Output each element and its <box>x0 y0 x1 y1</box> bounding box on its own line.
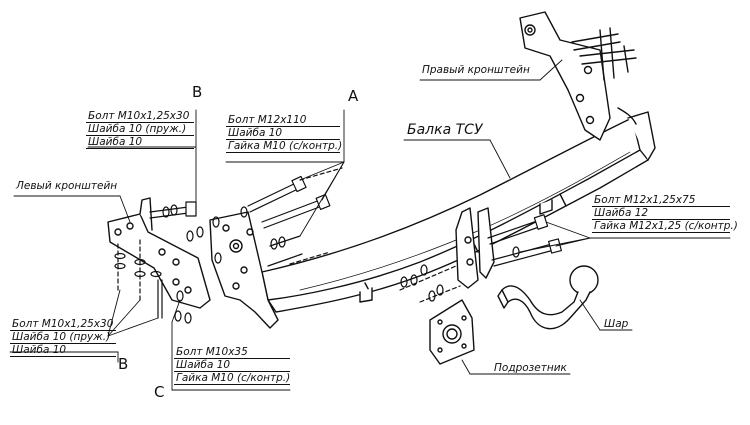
group-c-item: Болт М10х35 <box>174 346 290 359</box>
group-b-bottom-list: Болт М10х1,25х30 Шайба 10 (пруж.) Шайба … <box>10 318 116 357</box>
group-c-letter: C <box>154 383 165 401</box>
beam-left-plate <box>209 211 279 329</box>
socket-plate-part <box>429 299 475 365</box>
right-group-item: Шайба 12 <box>592 207 730 220</box>
group-c-list: Болт М10х35 Шайба 10 Гайка М10 (с/контр.… <box>174 346 290 385</box>
group-a-item: Шайба 10 <box>226 127 340 140</box>
left-bracket-part <box>107 197 211 309</box>
tow-beam <box>261 107 656 313</box>
group-b-bottom-item: Болт М10х1,25х30 <box>10 318 116 331</box>
group-c-item: Шайба 10 <box>174 359 290 372</box>
tow-ball-part <box>497 265 599 330</box>
fasteners <box>114 167 562 324</box>
group-a-letter: A <box>348 87 359 105</box>
group-b-bottom-item: Шайба 10 (пруж.) <box>10 331 116 344</box>
socket-plate-label: Подрозетник <box>494 362 567 374</box>
beam-label: Балка ТСУ <box>407 122 483 138</box>
group-c-item: Гайка М10 (с/контр.) <box>174 372 291 385</box>
left-bracket-label: Левый кронштейн <box>16 180 118 192</box>
ball-label: Шар <box>604 318 629 330</box>
group-a-item: Гайка М10 (с/контр.) <box>226 140 343 153</box>
group-b-top-item: Болт М10х1,25х30 <box>86 110 194 123</box>
right-bracket-label: Правый кронштейн <box>422 64 530 76</box>
group-a-item: Болт М12х110 <box>226 114 340 127</box>
group-b-top-item: Шайба 10 (пруж.) <box>86 123 194 136</box>
right-bracket-part <box>519 11 637 141</box>
group-b-bottom-letter: B <box>118 355 129 373</box>
right-group-list: Болт М12х1,25х75 Шайба 12 Гайка М12х1,25… <box>592 194 738 233</box>
right-group-item: Болт М12х1,25х75 <box>592 194 730 207</box>
group-b-top-list: Болт М10х1,25х30 Шайба 10 (пруж.) Шайба … <box>86 110 194 149</box>
leader-lines <box>9 59 731 391</box>
group-b-bottom-item: Шайба 10 <box>10 344 116 357</box>
group-a-list: Болт М12х110 Шайба 10 Гайка М10 (с/контр… <box>226 114 343 153</box>
beam-hitch-bracket <box>455 207 495 289</box>
group-b-top-letter: B <box>192 83 203 101</box>
right-group-item: Гайка М12х1,25 (с/контр.) <box>592 220 738 233</box>
group-b-top-item: Шайба 10 <box>86 136 194 149</box>
